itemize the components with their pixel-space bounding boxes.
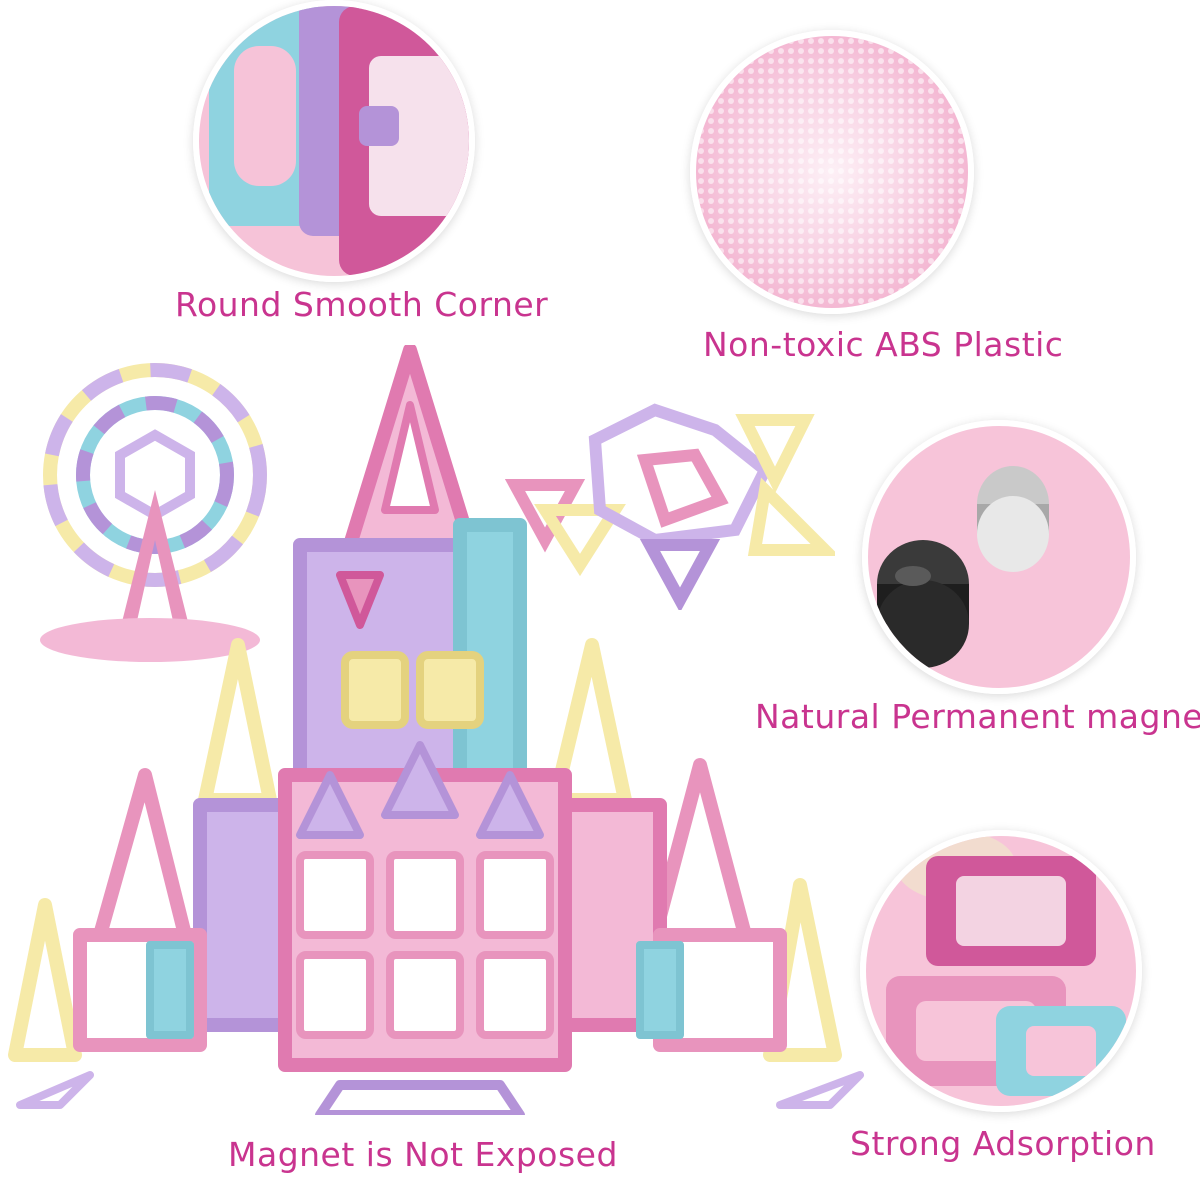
adsorption-caption: Strong Adsorption xyxy=(850,1124,1156,1163)
round-corner-caption: Round Smooth Corner xyxy=(175,285,549,324)
turtle-model-photo xyxy=(505,400,835,610)
ferris-wheel-model-photo xyxy=(25,340,275,670)
not-exposed-caption: Magnet is Not Exposed xyxy=(228,1135,618,1174)
non-toxic-caption: Non-toxic ABS Plastic xyxy=(703,325,1064,364)
abs-plastic-pellets-photo xyxy=(690,30,974,314)
magnet-caption: Natural Permanent magnet xyxy=(755,697,1200,736)
permanent-magnets-photo xyxy=(862,420,1136,694)
castle-model-photo xyxy=(0,345,870,1115)
strong-adsorption-photo xyxy=(860,830,1142,1112)
round-corner-closeup-photo xyxy=(193,0,475,282)
